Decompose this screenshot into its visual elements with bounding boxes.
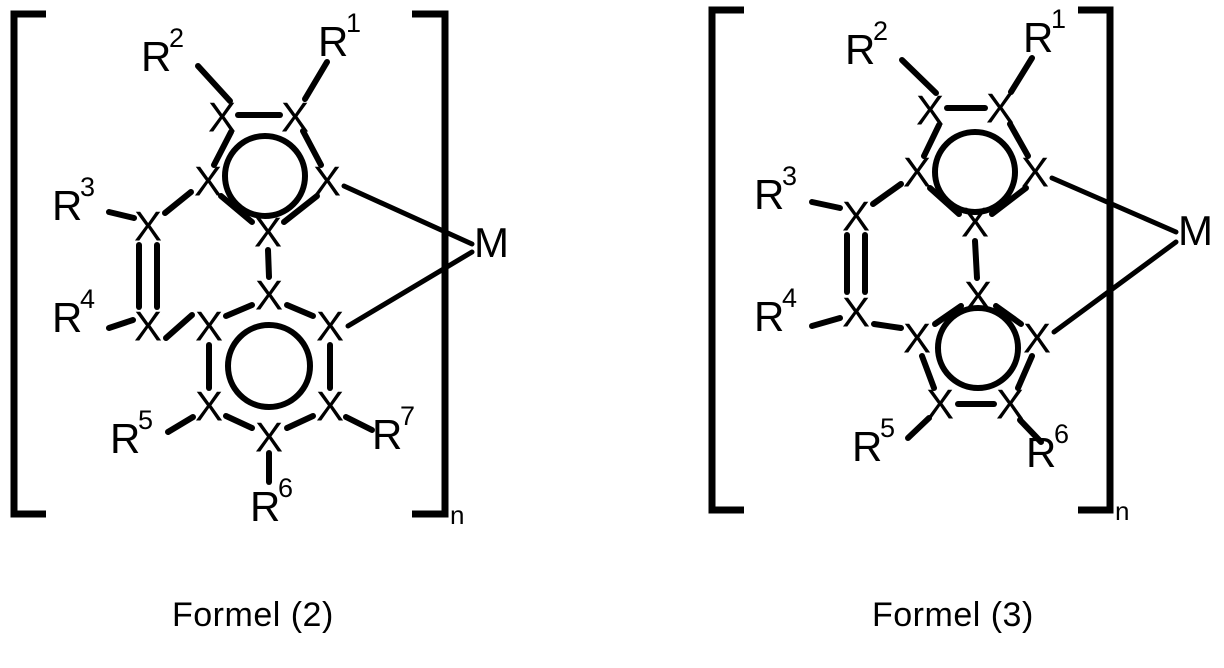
substituent-superscript: 4 bbox=[80, 284, 95, 314]
formula-2-metal-label: M bbox=[474, 219, 509, 266]
formula-3-atom-labels: X X X X X X X X X X X X bbox=[842, 85, 1051, 428]
atom-x: X bbox=[313, 158, 341, 205]
atom-x: X bbox=[1021, 149, 1049, 196]
substituent-superscript: 3 bbox=[80, 172, 95, 202]
substituent-superscript: 7 bbox=[400, 401, 415, 431]
substituent-base: R bbox=[754, 293, 784, 340]
substituent-r5: R 5 bbox=[110, 405, 153, 462]
substituent-base: R bbox=[141, 33, 171, 80]
formula-3-metal-label: M bbox=[1178, 207, 1213, 254]
substituent-r6: R 6 bbox=[250, 473, 293, 530]
substituent-base: R bbox=[845, 26, 875, 73]
formula-3-metal-bonds bbox=[1049, 175, 1179, 335]
substituent-r3: R 3 bbox=[52, 172, 95, 229]
atom-x: X bbox=[926, 381, 954, 428]
substituent-base: R bbox=[372, 411, 402, 458]
atom-x: X bbox=[1023, 315, 1051, 362]
atom-x: X bbox=[316, 383, 344, 430]
substituent-r2: R 2 bbox=[141, 23, 184, 80]
formula-2-right-bracket bbox=[412, 10, 449, 518]
substituent-base: R bbox=[250, 483, 280, 530]
substituent-superscript: 2 bbox=[873, 16, 888, 46]
formula-3-substituent-bonds bbox=[809, 55, 1044, 445]
substituent-r1: R 1 bbox=[318, 8, 361, 65]
atom-x: X bbox=[961, 199, 989, 246]
atom-x: X bbox=[903, 315, 931, 362]
substituent-base: R bbox=[754, 171, 784, 218]
atom-x: X bbox=[281, 94, 309, 141]
atom-x: X bbox=[255, 414, 283, 461]
atom-x: X bbox=[842, 193, 870, 240]
atom-x: X bbox=[194, 158, 222, 205]
substituent-r2: R 2 bbox=[845, 16, 888, 73]
substituent-r4: R 4 bbox=[754, 283, 797, 340]
substituent-superscript: 5 bbox=[138, 405, 153, 435]
atom-x: X bbox=[195, 383, 223, 430]
formula-3-upper-ring-bonds bbox=[921, 105, 1031, 217]
formula-3-lower-ring-bonds bbox=[919, 303, 1035, 407]
substituent-r3: R 3 bbox=[754, 161, 797, 218]
formula-2-upper-aromatic-circle bbox=[222, 133, 308, 219]
formula-2-upper-ring-bonds bbox=[211, 112, 324, 225]
formula-2-bracket-subscript: n bbox=[450, 500, 464, 530]
atom-x: X bbox=[255, 272, 283, 319]
atom-x: X bbox=[208, 94, 236, 141]
substituent-r4: R 4 bbox=[52, 284, 95, 341]
formula-3-caption: Formel (3) bbox=[872, 596, 1034, 634]
substituent-base: R bbox=[318, 18, 348, 65]
formula-3-substituent-labels: R 1 R 2 R 3 R 4 R 5 bbox=[754, 4, 1069, 476]
substituent-base: R bbox=[1026, 429, 1056, 476]
formula-2-substituent-bonds bbox=[106, 59, 375, 485]
formula-2-metal-bonds bbox=[341, 183, 475, 329]
atom-x: X bbox=[195, 303, 223, 350]
substituent-r5: R 5 bbox=[852, 413, 895, 470]
formula-2-lower-aromatic-circle bbox=[225, 322, 313, 410]
atom-x: X bbox=[903, 149, 931, 196]
substituent-base: R bbox=[52, 294, 82, 341]
atom-x: X bbox=[996, 381, 1024, 428]
substituent-superscript: 4 bbox=[782, 283, 797, 313]
substituent-superscript: 6 bbox=[1054, 419, 1069, 449]
atom-x: X bbox=[986, 85, 1014, 132]
atom-x: X bbox=[842, 289, 870, 336]
atom-x: X bbox=[134, 203, 162, 250]
atom-x: X bbox=[316, 303, 344, 350]
substituent-base: R bbox=[1023, 14, 1053, 61]
formula-3-right-bracket bbox=[1078, 6, 1114, 514]
atom-x: X bbox=[134, 303, 162, 350]
substituent-superscript: 2 bbox=[169, 23, 184, 53]
substituent-superscript: 1 bbox=[346, 8, 361, 38]
formula-3-left-bracket bbox=[708, 6, 744, 514]
substituent-r1: R 1 bbox=[1023, 4, 1066, 61]
substituent-superscript: 5 bbox=[880, 413, 895, 443]
formula-2-caption: Formel (2) bbox=[172, 596, 334, 634]
substituent-base: R bbox=[852, 423, 882, 470]
formula-2-left-bracket bbox=[10, 10, 46, 518]
substituent-superscript: 3 bbox=[782, 161, 797, 191]
substituent-base: R bbox=[52, 182, 82, 229]
formula-3-lower-aromatic-circle bbox=[935, 305, 1021, 391]
substituent-superscript: 6 bbox=[278, 473, 293, 503]
formula-2-substituent-labels: R 1 R 2 R 3 R 4 R 5 bbox=[52, 8, 415, 530]
formula-3-bracket-subscript: n bbox=[1115, 496, 1129, 526]
atom-x: X bbox=[916, 87, 944, 134]
formula-3-upper-aromatic-circle bbox=[932, 129, 1018, 215]
atom-x: X bbox=[964, 273, 992, 320]
atom-x: X bbox=[254, 209, 282, 256]
formula-2-lower-ring-bonds bbox=[206, 302, 333, 431]
substituent-base: R bbox=[110, 415, 140, 462]
formula-2-upper-bridge-bonds bbox=[136, 189, 272, 341]
substituent-r6: R 6 bbox=[1026, 419, 1069, 476]
substituent-r7: R 7 bbox=[372, 401, 415, 458]
formula-2-atom-labels: X X X X X X X X X X X X X bbox=[134, 94, 344, 461]
substituent-superscript: 1 bbox=[1051, 4, 1066, 34]
formula-3-bridge-bonds bbox=[844, 181, 980, 331]
